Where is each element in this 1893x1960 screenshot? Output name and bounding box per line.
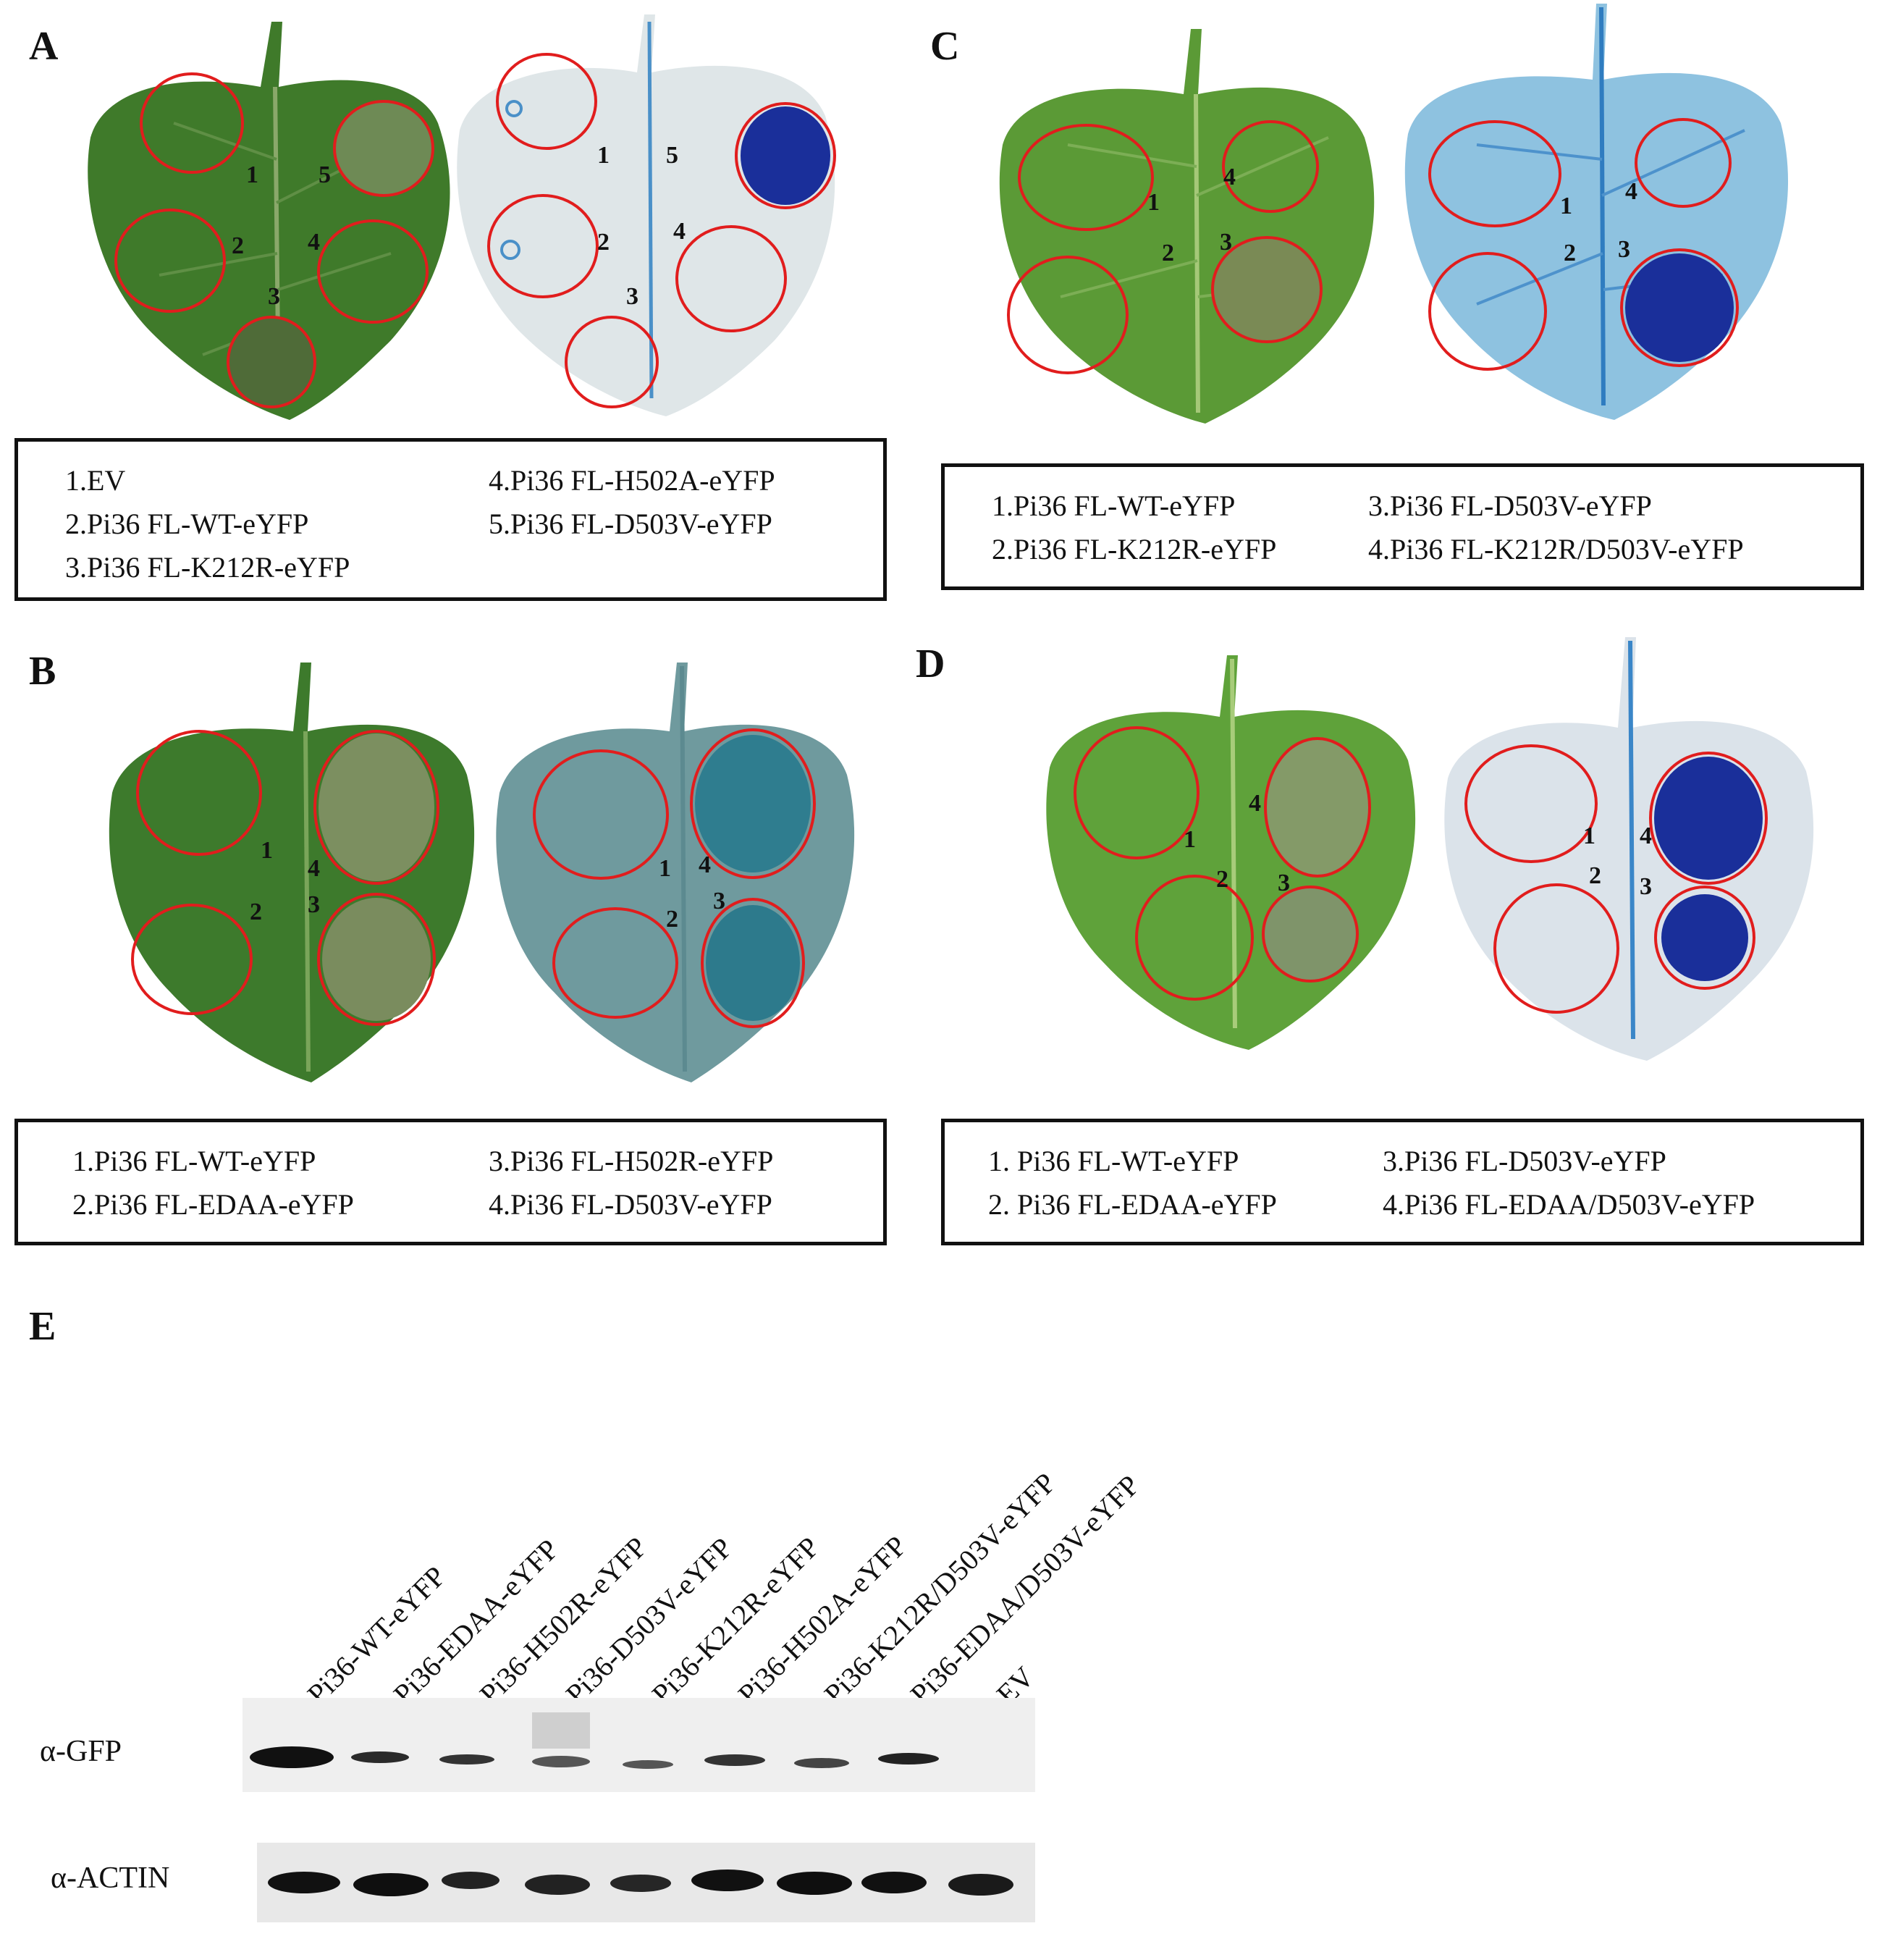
panel-b-green-leaf: 1 2 3 4 <box>109 663 475 1082</box>
panel-b-legend: 1.Pi36 FL-WT-eYFP 2.Pi36 FL-EDAA-eYFP 3.… <box>14 1119 887 1245</box>
spot-label: 3 <box>626 283 638 310</box>
panel-a-stained-leaf: 1 2 3 4 5 <box>457 14 836 416</box>
panel-c-stained-leaf: 1 2 3 4 <box>1404 4 1789 420</box>
spot-label: 1 <box>597 142 610 169</box>
legend-item: 2.Pi36 FL-WT-eYFP <box>65 508 309 540</box>
spot-label: 1 <box>246 161 258 188</box>
spot-label: 2 <box>250 899 262 925</box>
legend-item: 4.Pi36 FL-D503V-eYFP <box>489 1188 772 1221</box>
legend-item: 3.Pi36 FL-D503V-eYFP <box>1383 1145 1666 1177</box>
panel-letter-d: D <box>916 642 945 686</box>
antibody-label-actin: α-ACTIN <box>51 1862 170 1895</box>
spot-label: 1 <box>1560 193 1572 219</box>
legend-item: 1.EV <box>65 464 126 497</box>
legend-item: 1.Pi36 FL-WT-eYFP <box>72 1145 316 1177</box>
spot-label: 4 <box>699 851 711 878</box>
spot-label: 1 <box>1147 189 1160 216</box>
legend-item: 5.Pi36 FL-D503V-eYFP <box>489 508 772 540</box>
spot-label: 3 <box>1618 236 1630 263</box>
spot-label: 5 <box>319 161 331 188</box>
antibody-label-gfp: α-GFP <box>40 1735 122 1768</box>
legend-item: 1.Pi36 FL-WT-eYFP <box>992 489 1236 522</box>
spot-label: 4 <box>1249 790 1261 817</box>
panel-letter-e: E <box>29 1304 56 1349</box>
spot-label: 4 <box>673 218 686 245</box>
spot-label: 4 <box>308 855 320 882</box>
legend-item: 2. Pi36 FL-EDAA-eYFP <box>988 1188 1277 1221</box>
spot-label: 2 <box>1564 240 1576 266</box>
panel-d-stained-leaf: 1 2 3 4 <box>1444 637 1814 1061</box>
legend-item: 3.Pi36 FL-D503V-eYFP <box>1368 489 1652 522</box>
legend-item: 4.Pi36 FL-K212R/D503V-eYFP <box>1368 533 1744 565</box>
spot-label: 2 <box>1216 866 1228 893</box>
spot-label: 2 <box>1162 240 1174 266</box>
legend-item: 4.Pi36 FL-EDAA/D503V-eYFP <box>1383 1188 1755 1221</box>
panel-letter-a: A <box>29 24 59 69</box>
spot-label: 3 <box>1278 870 1290 896</box>
spot-label: 3 <box>1640 873 1652 900</box>
spot-label: 3 <box>1220 229 1232 256</box>
legend-item: 3.Pi36 FL-K212R-eYFP <box>65 551 350 584</box>
spot-label: 1 <box>659 855 671 882</box>
spot-label: 3 <box>308 891 320 918</box>
western-blot-gfp <box>243 1698 1035 1792</box>
legend-item: 1. Pi36 FL-WT-eYFP <box>988 1145 1239 1177</box>
panel-d-legend: 1. Pi36 FL-WT-eYFP 2. Pi36 FL-EDAA-eYFP … <box>941 1119 1864 1245</box>
western-blot-actin <box>257 1843 1035 1922</box>
spot-label: 4 <box>308 229 320 256</box>
spot-label: 1 <box>1583 823 1595 849</box>
legend-item: 3.Pi36 FL-H502R-eYFP <box>489 1145 774 1177</box>
panel-c-green-leaf: 1 2 3 4 <box>999 29 1375 424</box>
spot-label: 2 <box>597 229 610 256</box>
spot-label: 4 <box>1640 823 1652 849</box>
spot-label: 3 <box>713 888 725 914</box>
spot-label: 2 <box>666 906 678 933</box>
legend-item: 4.Pi36 FL-H502A-eYFP <box>489 464 775 497</box>
panel-letter-c: C <box>930 24 960 69</box>
spot-label: 1 <box>1184 826 1196 853</box>
legend-item: 2.Pi36 FL-K212R-eYFP <box>992 533 1277 565</box>
spot-label: 4 <box>1223 164 1236 190</box>
spot-label: 2 <box>1589 862 1601 889</box>
panel-a-legend: 1.EV 2.Pi36 FL-WT-eYFP 3.Pi36 FL-K212R-e… <box>14 438 887 601</box>
spot-label: 4 <box>1625 178 1637 205</box>
panel-b-stained-leaf: 1 2 3 4 <box>496 663 855 1082</box>
panel-c-legend: 1.Pi36 FL-WT-eYFP 2.Pi36 FL-K212R-eYFP 3… <box>941 463 1864 590</box>
panel-a-green-leaf: 1 2 3 4 5 <box>88 22 450 420</box>
spot-label: 1 <box>261 837 273 864</box>
panel-letter-b: B <box>29 649 56 694</box>
spot-label: 2 <box>232 232 244 259</box>
spot-label: 3 <box>268 283 280 310</box>
spot-label: 5 <box>666 142 678 169</box>
legend-item: 2.Pi36 FL-EDAA-eYFP <box>72 1188 354 1221</box>
panel-d-green-leaf: 1 2 3 4 <box>1046 655 1416 1050</box>
